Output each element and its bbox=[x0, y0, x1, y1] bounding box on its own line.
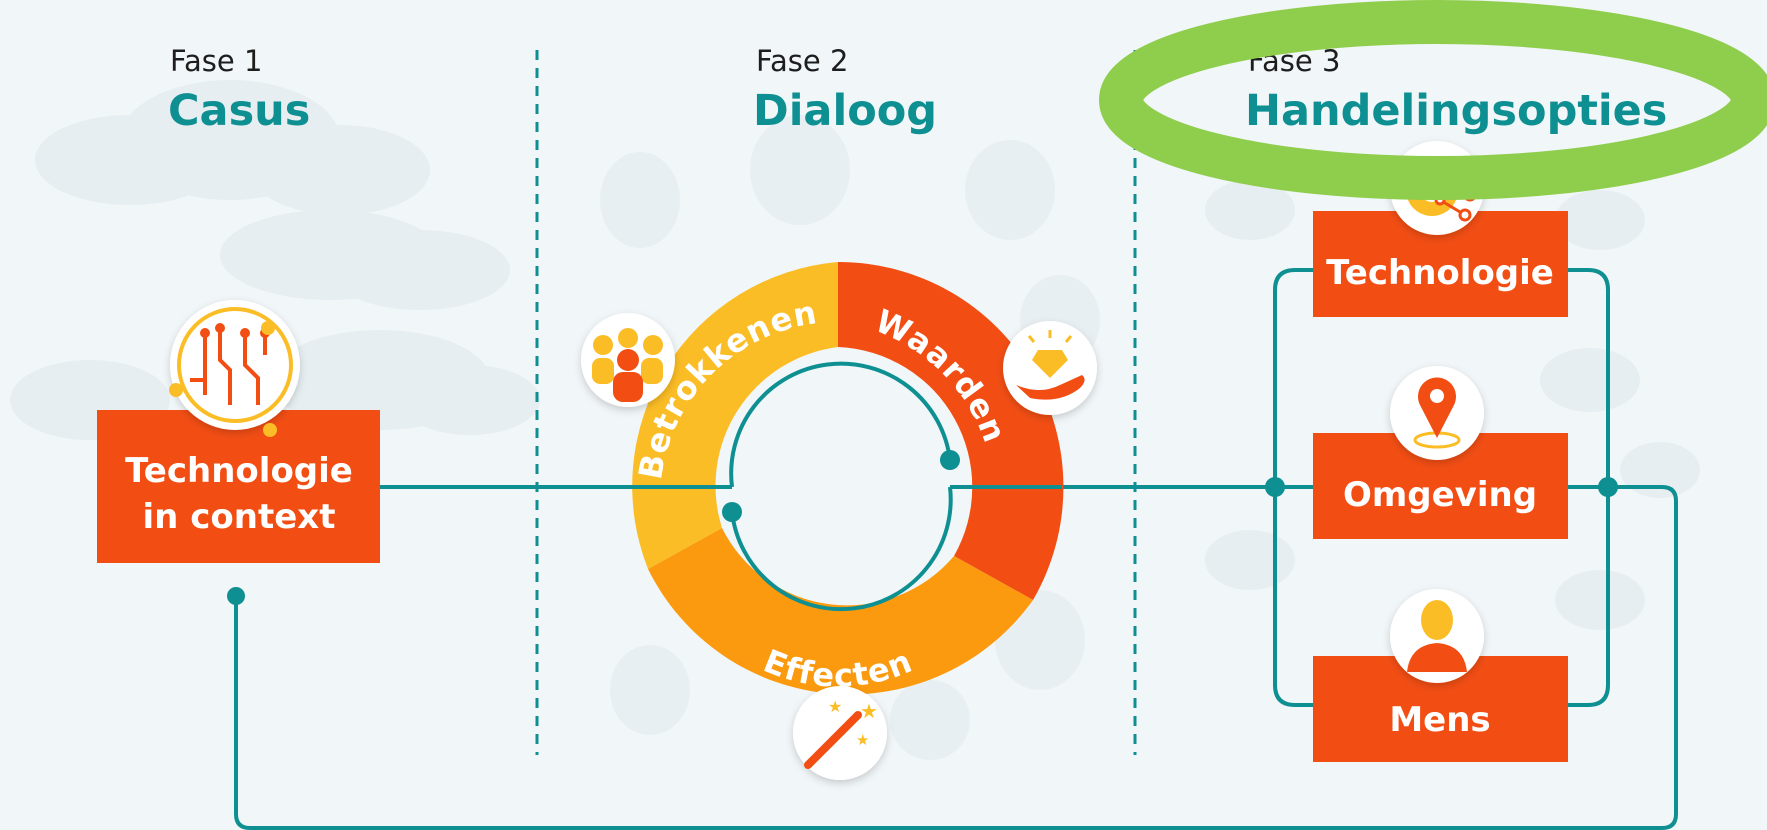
background-clouds bbox=[10, 80, 540, 440]
option-label-technologie: Technologie bbox=[1326, 253, 1554, 293]
svg-text:★: ★ bbox=[856, 731, 869, 749]
casus-box-line-1: Technologie bbox=[125, 451, 353, 491]
location-pin-icon bbox=[1390, 366, 1484, 460]
ring-cycle-dot-1 bbox=[940, 450, 960, 470]
phase-1-title: Casus bbox=[168, 86, 310, 136]
ring-segment-effecten bbox=[648, 528, 1033, 695]
background-hands bbox=[1205, 180, 1700, 630]
connector-dots bbox=[227, 477, 1618, 605]
dialogue-ring bbox=[632, 261, 1064, 695]
background-speech-bubbles bbox=[600, 115, 1100, 760]
svg-text:★: ★ bbox=[860, 699, 878, 723]
casus-box-line-2: in context bbox=[143, 497, 336, 537]
option-box-technologie: Technologie bbox=[1313, 211, 1568, 317]
people-icon bbox=[581, 313, 675, 407]
phase-3-title: Handelingsopties bbox=[1245, 86, 1667, 136]
casus-box: Technologie in context bbox=[97, 410, 380, 563]
ring-segment-betrokkenen bbox=[632, 262, 838, 569]
option-label-mens: Mens bbox=[1389, 700, 1490, 740]
circuit-icon bbox=[169, 300, 300, 437]
phase-2-label: Fase 2 bbox=[756, 44, 848, 78]
magic-wand-icon: ★ ★ ★ bbox=[793, 686, 887, 780]
phase-1-label: Fase 1 bbox=[170, 44, 262, 78]
person-icon bbox=[1390, 589, 1484, 683]
diamond-hand-icon bbox=[1003, 321, 1097, 415]
ring-segment-waarden bbox=[838, 261, 1064, 600]
svg-text:★: ★ bbox=[828, 697, 842, 716]
phase-2-title: Dialoog bbox=[753, 86, 937, 136]
highlight-ellipse bbox=[1099, 0, 1767, 200]
ring-cycle-arrows bbox=[615, 361, 1062, 612]
option-label-omgeving: Omgeving bbox=[1343, 475, 1537, 515]
ring-cycle-dot-2 bbox=[722, 502, 742, 522]
